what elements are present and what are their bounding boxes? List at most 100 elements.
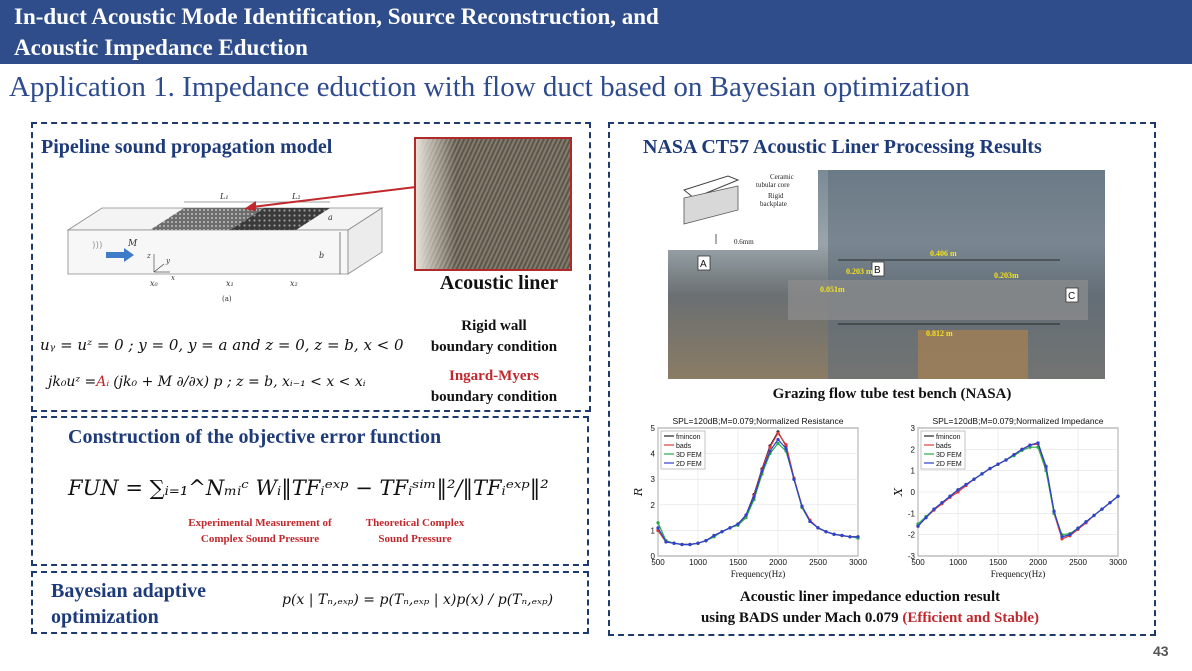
test-bench-photo: Ceramic tubular core Rigid backplate 0.6…	[668, 170, 1105, 379]
duct-diagram: L₁ L₂ a b ))) M z y x x₀ x₁ x₂ (a)	[66, 192, 384, 303]
ingard-myers-label-line2: boundary condition	[430, 389, 558, 405]
photo-label-C: C	[1068, 291, 1075, 302]
reactance-series-3-point-12	[1012, 453, 1016, 457]
page-number: 43	[1153, 643, 1169, 659]
rigid-wall-label-line1: Rigid wall	[461, 318, 527, 334]
resistance-series-3-point-9	[728, 526, 732, 530]
reactance-series-3-point-0	[916, 524, 920, 528]
photo-label-backplate: backplate	[760, 200, 787, 208]
reactance-series-3-point-16	[1044, 464, 1048, 468]
resistance-ytick-label-0: 0	[651, 552, 656, 561]
test-bench-overlay: Ceramic tubular core Rigid backplate 0.6…	[668, 170, 1105, 379]
photo-label-ceramic: Ceramic	[770, 173, 794, 181]
objective-function-heading: Construction of the objective error func…	[68, 426, 442, 448]
resistance-series-3-point-18	[800, 504, 804, 508]
experimental-note-line2: Complex Sound Pressure	[200, 533, 320, 545]
reactance-series-3-point-8	[980, 472, 984, 476]
photo-label-0051: 0.051m	[820, 285, 845, 294]
resistance-chart: SPL=120dB;M=0.079;Normalized Resistance5…	[634, 416, 867, 579]
result-caption: Acoustic liner impedance eduction result…	[640, 587, 1100, 629]
nasa-heading: NASA CT57 Acoustic Liner Processing Resu…	[643, 136, 1042, 158]
rigid-wall-label-line2: boundary condition	[430, 339, 558, 355]
photo-label-0203b: 0.203m	[994, 271, 1019, 280]
flow-arrow	[106, 248, 134, 262]
reactance-ytick-label-0: -3	[908, 552, 916, 561]
reactance-series-3-point-4	[948, 494, 952, 498]
reactance-series-3-point-11	[1004, 458, 1008, 462]
resistance-ylabel: R	[634, 488, 645, 497]
liner-pointer-arrow	[244, 186, 417, 211]
reactance-series-3-point-24	[1108, 501, 1112, 505]
photo-label-0203a: 0.203 m	[846, 267, 873, 276]
reactance-legend-box	[920, 430, 966, 470]
reactance-xtick-label-4: 2500	[1069, 558, 1087, 567]
objective-function-equation: FUN = ∑ᵢ₌₁^Nₘᵢᶜ Wᵢ‖TFᵢᵉˣᵖ − TFᵢˢⁱᵐ‖²/‖TF…	[68, 476, 549, 500]
resistance-title: SPL=120dB;M=0.079;Normalized Resistance	[672, 416, 843, 426]
resistance-ytick-label-3: 3	[651, 475, 656, 484]
resistance-series-1-point-16	[784, 443, 788, 447]
bench-caption: Grazing flow tube test bench (NASA)	[772, 386, 1012, 402]
reactance-ytick-label-1: -2	[908, 531, 916, 540]
result-caption-text: using BADS under Mach 0.079	[700, 610, 903, 626]
reactance-legend-label-1: bads	[936, 443, 952, 450]
reactance-ytick-label-3: 0	[911, 488, 916, 497]
ingard-myers-label: Ingard-Myers boundary condition	[420, 366, 568, 408]
resistance-legend-label-2: 3D FEM	[676, 452, 702, 459]
resistance-series-3-point-3	[680, 542, 684, 547]
title-line-1: In-duct Acoustic Mode Identification, So…	[14, 4, 659, 29]
reactance-series-3-point-9	[988, 466, 992, 471]
resistance-legend-label-0: fmincon	[676, 434, 701, 441]
resistance-legend-label-3: 2D FEM	[676, 461, 702, 468]
resistance-series-3-point-12	[752, 495, 756, 499]
ingard-myers-equation: jk₀uᶻ = Aᵢ (jk₀ + M ∂/∂x) p ; z = b, xᵢ₋…	[48, 374, 366, 390]
resistance-series-3-point-22	[832, 532, 836, 536]
reactance-legend-label-2: 3D FEM	[936, 452, 962, 459]
title-line-2: Acoustic Impedance Eduction	[14, 35, 308, 60]
photo-label-B: B	[874, 265, 881, 276]
resistance-series-3-point-16	[784, 446, 788, 451]
reactance-title: SPL=120dB;M=0.079;Normalized Impedance	[932, 416, 1103, 426]
reactance-series-3-point-21	[1084, 520, 1088, 524]
photo-label-A: A	[700, 259, 707, 270]
reactance-series-3-point-6	[964, 482, 968, 487]
slide-subtitle: Application 1. Impedance eduction with f…	[9, 71, 970, 103]
diagram-label-M: M	[127, 239, 138, 249]
reactance-series-3-point-18	[1060, 535, 1064, 539]
reactance-series-3-point-2	[932, 507, 936, 511]
result-caption-line2: using BADS under Mach 0.079 (Efficient a…	[640, 608, 1100, 629]
sound-wave-icon: )))	[92, 241, 103, 251]
reactance-xtick-label-2: 1500	[989, 558, 1007, 567]
reactance-series-3-point-19	[1068, 533, 1072, 537]
resistance-xlabel: Frequency(Hz)	[731, 569, 785, 579]
resistance-series-3-point-11	[744, 513, 748, 517]
diagram-label-y: y	[165, 257, 171, 265]
resistance-series-3-point-7	[712, 533, 716, 538]
bayesian-panel	[31, 571, 589, 634]
diagram-label-z: z	[146, 252, 151, 260]
reactance-xtick-label-1: 1000	[949, 558, 967, 567]
resistance-ytick-label-1: 1	[651, 526, 656, 535]
reactance-series-3-point-25	[1116, 494, 1120, 498]
resistance-xtick-label-3: 2000	[769, 558, 787, 567]
reactance-series-3-point-17	[1052, 509, 1056, 513]
reactance-series-3-point-20	[1076, 526, 1080, 530]
resistance-series-3-point-5	[696, 541, 700, 545]
bayesian-heading: Bayesian adaptive optimization	[51, 578, 206, 630]
resistance-series-3-point-8	[720, 530, 724, 534]
photo-label-gap: 0.6mm	[734, 238, 754, 246]
result-highlight: (Efficient and Stable)	[902, 610, 1040, 626]
resistance-series-3-point-4	[688, 542, 692, 547]
title-banner: In-duct Acoustic Mode Identification, So…	[0, 0, 1192, 64]
resistance-series-3-point-20	[816, 526, 820, 530]
eq2-rest: (jk₀ + M ∂/∂x) p ; z = b, xᵢ₋₁ < x < xᵢ	[113, 374, 366, 390]
reactance-ytick-label-5: 2	[911, 445, 916, 454]
diagram-label-x2: x₂	[290, 279, 298, 288]
resistance-ytick-label-2: 2	[651, 501, 656, 510]
reactance-legend-label-3: 2D FEM	[936, 461, 962, 468]
reactance-ytick-label-4: 1	[911, 467, 916, 476]
resistance-series-3-point-6	[704, 539, 708, 543]
propagation-model-heading: Pipeline sound propagation model	[41, 136, 333, 158]
reactance-series-3-point-23	[1100, 507, 1104, 511]
rigid-wall-label: Rigid wall boundary condition	[420, 316, 568, 358]
resistance-xtick-label-2: 1500	[729, 558, 747, 567]
